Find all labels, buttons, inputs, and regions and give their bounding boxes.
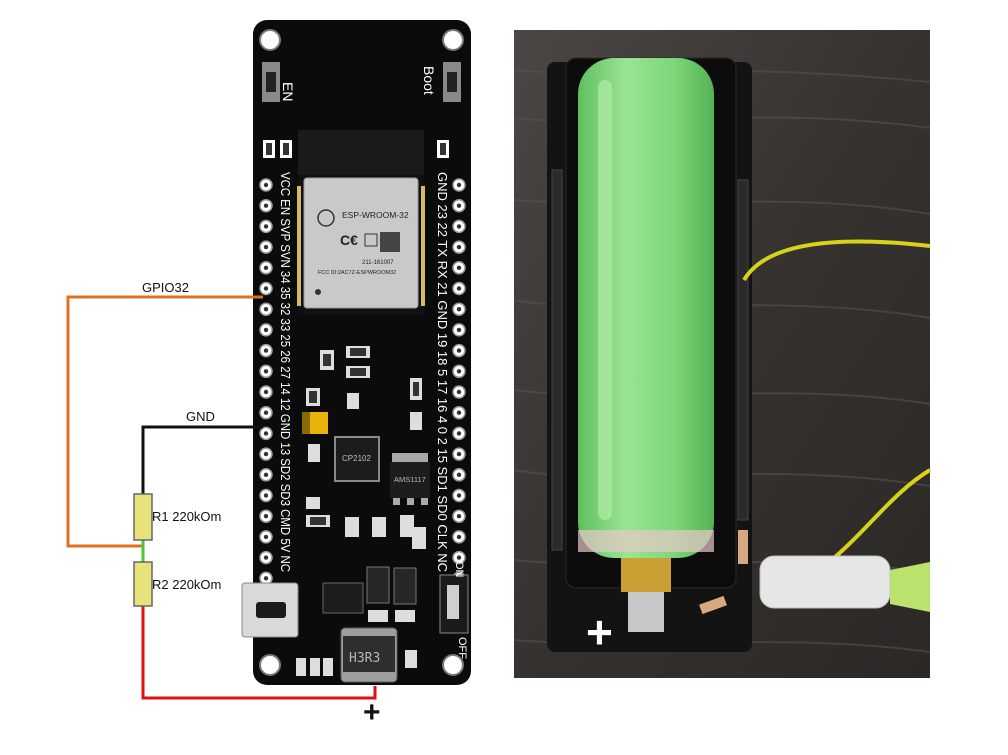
inductor-label: H3R3 xyxy=(349,651,380,666)
header-pin-hole xyxy=(456,369,462,374)
header-pin-hole xyxy=(263,410,269,415)
wiring: GPIO32 GND R1 220kOm R2 220kOm + xyxy=(66,280,381,729)
header-pin-hole xyxy=(263,369,269,374)
header-pin-hole xyxy=(456,224,462,229)
boot-button xyxy=(443,62,461,102)
header-pin-hole xyxy=(456,389,462,395)
power-switch xyxy=(439,574,469,634)
header-pin-hole xyxy=(456,514,462,519)
header-pin-hole xyxy=(456,493,462,498)
gnd-label: GND xyxy=(186,409,215,424)
header-pin-hole xyxy=(263,576,269,581)
module-cert: 211-161007 xyxy=(362,260,394,266)
header-pin-hole xyxy=(456,307,462,312)
mount-hole-icon xyxy=(259,654,281,676)
gpio32-wire xyxy=(66,295,263,548)
wifi-logo-icon xyxy=(317,209,335,227)
cert-mark-icon xyxy=(364,233,378,247)
battery-plus-wire xyxy=(141,606,377,700)
esp-wroom-32-module: ESP-WROOM-32 C€ 211-161007 FCC ID:2AC7Z-… xyxy=(298,175,424,315)
ams1117-regulator: AMS1117 xyxy=(390,453,430,505)
left-header-label: VCC EN SVP SVN 34 35 32 33 25 26 27 14 1… xyxy=(278,172,292,572)
header-pin-hole xyxy=(456,451,462,457)
photo-plus-mark: + xyxy=(586,606,613,658)
en-button-label: EN xyxy=(280,82,296,101)
boot-button-label: Boot xyxy=(421,66,437,95)
header-pin-hole xyxy=(263,555,269,560)
header-pin-hole xyxy=(263,307,269,312)
left-pin-header xyxy=(259,178,273,586)
gnd-wire xyxy=(141,425,263,494)
header-pin-hole xyxy=(263,327,269,333)
header-pin-hole xyxy=(263,451,269,457)
photo-yellow-wire xyxy=(742,239,931,282)
battery-photo: + xyxy=(513,30,932,678)
cp2102-chip: CP2102 xyxy=(334,436,380,482)
gpio32-label: GPIO32 xyxy=(142,280,189,295)
header-pin-hole xyxy=(456,555,462,560)
header-pin-hole xyxy=(263,431,269,436)
header-pin-hole xyxy=(456,244,462,250)
header-pin-hole xyxy=(263,182,269,188)
header-pin-hole xyxy=(263,224,269,229)
header-pin-hole xyxy=(456,410,462,415)
h3r3-inductor: H3R3 xyxy=(340,627,398,683)
header-pin-hole xyxy=(456,431,462,436)
header-pin-hole xyxy=(456,286,462,291)
header-pin-hole xyxy=(263,348,269,353)
mount-hole-icon xyxy=(442,654,464,676)
header-pin-hole xyxy=(456,265,462,270)
header-pin-hole xyxy=(263,534,269,540)
mount-hole-icon xyxy=(259,29,281,51)
resistor-r2 xyxy=(133,561,153,607)
module-name: ESP-WROOM-32 xyxy=(342,210,409,220)
header-pin-hole xyxy=(456,327,462,333)
qr-code-icon xyxy=(380,232,400,252)
switch-on-label: ON xyxy=(453,561,465,578)
header-pin-hole xyxy=(456,472,462,477)
plus-label: + xyxy=(363,696,381,729)
mount-hole-icon xyxy=(442,29,464,51)
header-pin-hole xyxy=(456,182,462,188)
right-pin-header xyxy=(452,178,466,586)
switch-off-label: OFF xyxy=(456,637,468,659)
regulator-label: AMS1117 xyxy=(394,475,426,484)
header-pin-hole xyxy=(263,472,269,477)
header-pin-hole xyxy=(263,203,269,208)
header-pin-hole xyxy=(456,348,462,353)
header-pin-hole xyxy=(456,534,462,540)
usb-chip-label: CP2102 xyxy=(342,454,371,463)
ce-mark-icon: C€ xyxy=(340,232,358,248)
header-pin-hole xyxy=(263,514,269,519)
resistor-r1 xyxy=(133,493,153,541)
r1-label: R1 220kOm xyxy=(152,509,221,524)
battery-cell xyxy=(578,58,714,558)
header-pin-hole xyxy=(456,203,462,208)
header-pin-hole xyxy=(263,389,269,395)
micro-usb-port xyxy=(241,582,299,638)
right-header-label: GND 23 22 TX RX 21 GND 19 18 5 17 16 4 0… xyxy=(435,172,449,572)
r2-label: R2 220kOm xyxy=(152,577,221,592)
header-pin-hole xyxy=(263,244,269,250)
module-fcc: FCC ID:2AC7Z-ESPWROOM32 xyxy=(318,270,396,276)
esp32-board: EN Boot ESP-WROOM-32 C€ 211-161007 FCC I… xyxy=(241,20,471,685)
header-pin-hole xyxy=(263,286,269,291)
en-button xyxy=(262,62,280,102)
header-pin-hole xyxy=(263,493,269,498)
header-pin-hole xyxy=(263,265,269,270)
